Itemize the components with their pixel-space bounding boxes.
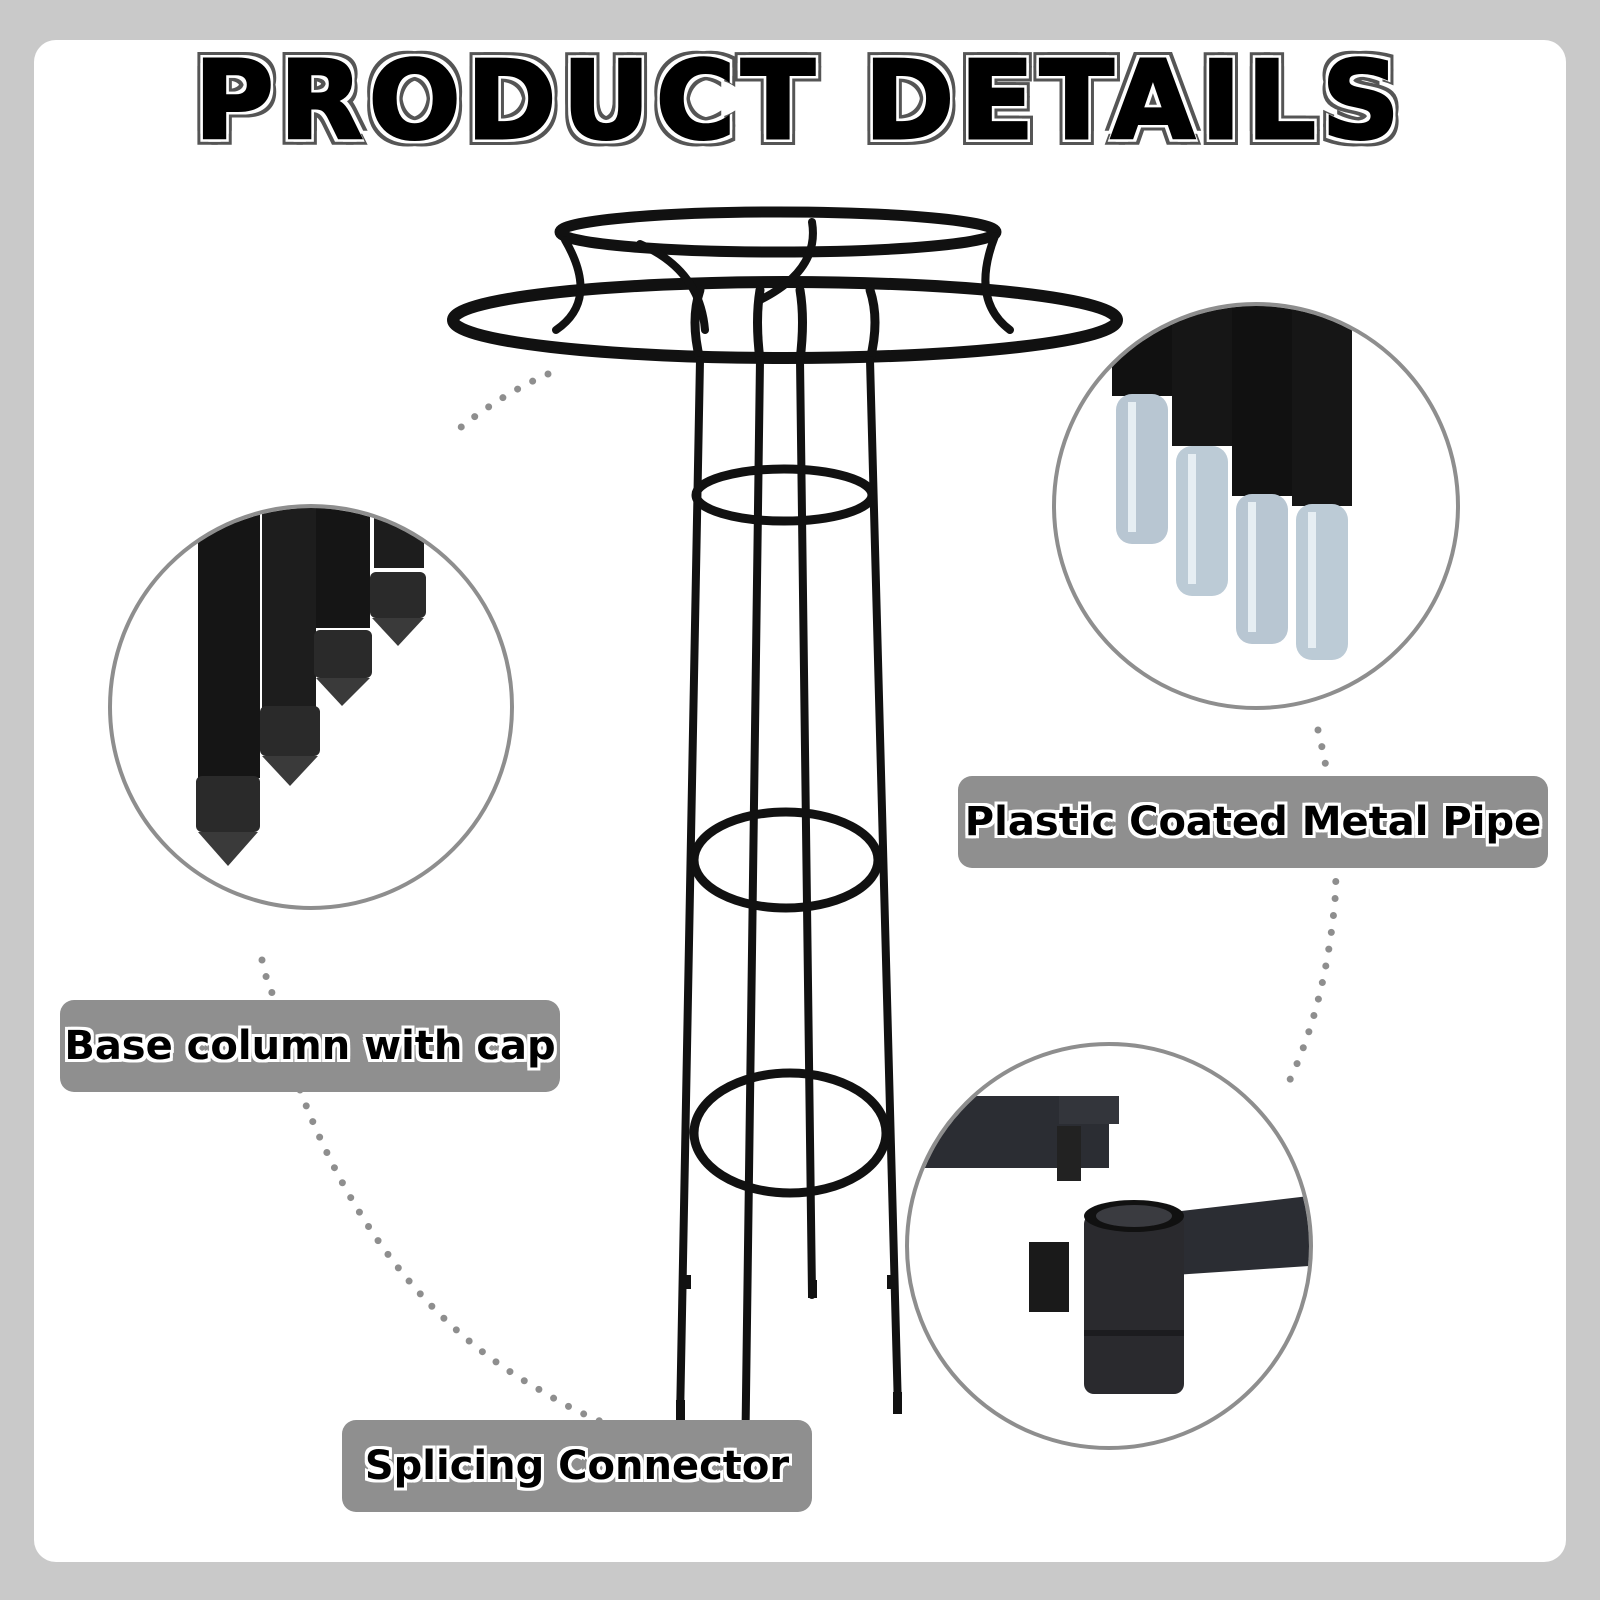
connector-icon [909,1096,1309,1394]
page-title: PRODUCT DETAILS [193,39,1406,164]
metal-pipe-detail-circle [1052,302,1460,710]
pipe-cap-icon [196,508,426,866]
coated-pipe-icon [1112,306,1352,660]
label-splicing-connector: Splicing Connector [342,1420,812,1512]
label-base-column: Base column with cap [60,1000,560,1092]
label-metal-pipe: Plastic Coated Metal Pipe [958,776,1548,868]
base-column-detail-circle [108,504,514,910]
connector-detail-circle [905,1042,1313,1450]
